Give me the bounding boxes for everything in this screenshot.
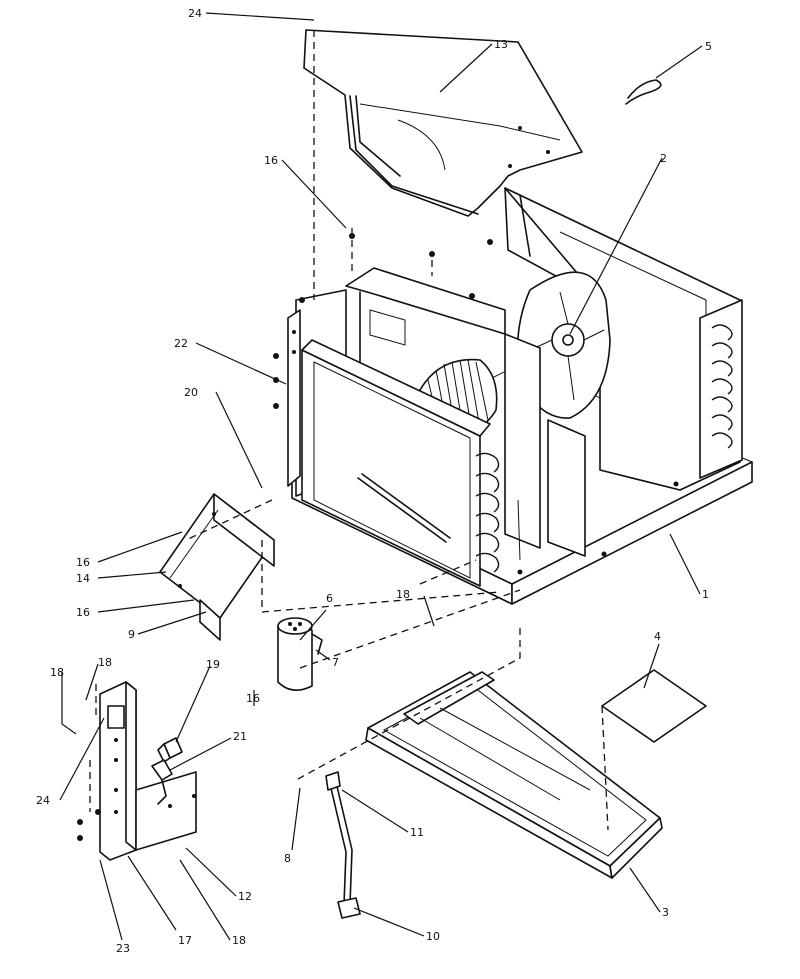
callout-16-capacitor: 16 — [246, 692, 260, 705]
callout-22: 22 — [174, 337, 188, 350]
label-part-4 — [601, 669, 707, 743]
callout-14: 14 — [76, 572, 90, 585]
callout-6: 6 — [326, 592, 333, 605]
callout-2: 2 — [660, 152, 667, 165]
callout-1: 1 — [702, 588, 709, 601]
callout-18-bottom: 18 — [232, 934, 246, 947]
callout-16-mid: 16 — [76, 556, 90, 569]
thermostat-part-21 — [151, 759, 173, 805]
callout-21: 21 — [233, 730, 247, 743]
callout-numbers: 24 13 5 2 16 22 20 1 16 14 16 9 18 6 7 1… — [36, 7, 712, 955]
callout-9: 9 — [128, 628, 135, 641]
control-box-part-14 — [159, 493, 275, 641]
capacitor-part-6 — [277, 617, 323, 691]
chassis-base-part-1 — [273, 187, 753, 605]
drain-tube-part-10 — [325, 771, 361, 919]
callout-20: 20 — [184, 386, 198, 399]
clip-part-5 — [625, 79, 662, 105]
callout-24-left: 24 — [36, 794, 50, 807]
callout-13: 13 — [494, 38, 508, 51]
callout-5: 5 — [705, 40, 712, 53]
callout-19: 19 — [206, 658, 220, 671]
callout-23: 23 — [116, 942, 130, 955]
switch-part-19 — [157, 737, 183, 763]
top-cover-part-13 — [303, 29, 583, 217]
callout-16-top: 16 — [264, 154, 278, 167]
callout-18-left-top: 18 — [98, 656, 112, 669]
callout-24-top: 24 — [188, 7, 202, 20]
callout-8: 8 — [284, 852, 291, 865]
control-panel-part-17 — [77, 681, 197, 861]
callout-16-low: 16 — [76, 606, 90, 619]
callout-11: 11 — [410, 826, 424, 839]
callout-18-center: 18 — [396, 588, 410, 601]
callout-4: 4 — [654, 630, 661, 643]
assembly-dashed-lines — [89, 30, 609, 831]
callout-3: 3 — [662, 906, 669, 919]
callout-7: 7 — [332, 656, 339, 669]
callout-18-left: 18 — [50, 666, 64, 679]
callout-12: 12 — [238, 890, 252, 903]
callout-10: 10 — [426, 930, 440, 943]
callout-17: 17 — [178, 934, 192, 947]
leader-lines — [59, 12, 703, 941]
